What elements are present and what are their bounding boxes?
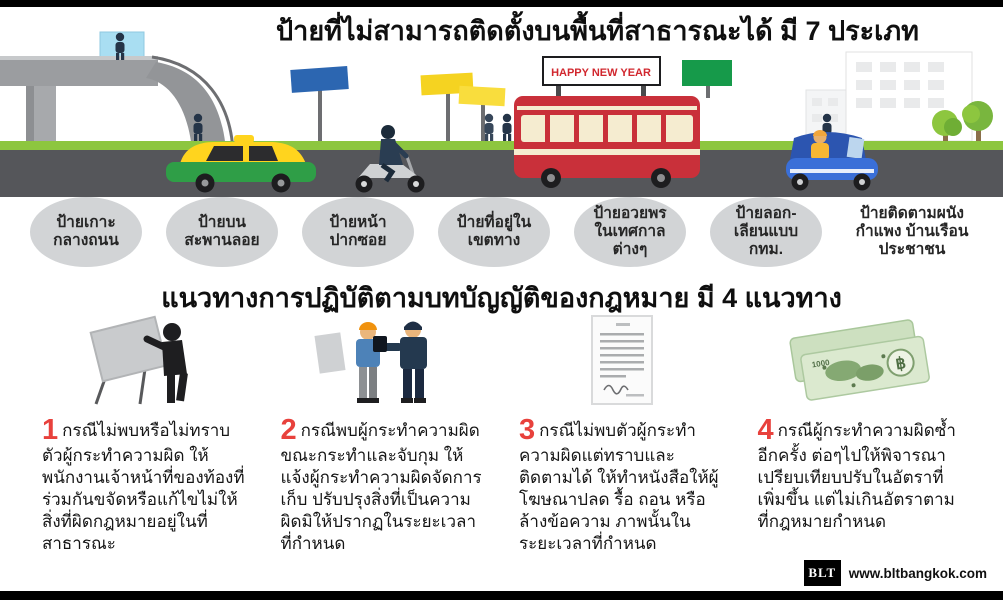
guideline-2-icon-box xyxy=(281,312,486,408)
guidelines-title: แนวทางการปฏิบัติตามบทบัญญัติของกฎหมาย มี… xyxy=(161,283,842,313)
sign-type-label: ป้ายลอก- xyxy=(735,205,797,223)
guideline-4-body: กรณีผู้กระทำความผิดซ้ำอีกครั้ง ต่อๆไปให้… xyxy=(757,421,956,531)
guideline-2-number: 2 xyxy=(280,414,297,446)
sign-types-row: ป้ายเกาะ กลางถนน ป้ายบน สะพานลอย ป้ายหน้… xyxy=(30,197,978,267)
sign-type-label: ป้ายอวยพร xyxy=(593,205,667,223)
page-title: ป้ายที่ไม่สามารถติดตั้งบนพื้นที่สาธารณะไ… xyxy=(276,16,919,46)
sign-type-2: ป้ายบน สะพานลอย xyxy=(166,197,278,267)
sign-type-1: ป้ายเกาะ กลางถนน xyxy=(30,197,142,267)
guideline-1-number: 1 xyxy=(42,414,59,446)
sign-type-4: ป้ายที่อยู่ใน เขตทาง xyxy=(438,197,550,267)
officer-arrest-icon xyxy=(314,321,427,403)
trees-illustration xyxy=(932,101,993,143)
guideline-1-body: กรณีไม่พบหรือไม่ทราบตัวผู้กระทำความผิด ใ… xyxy=(42,421,245,553)
sign-type-7: ป้ายติดตามผนัง กำแพง บ้านเรือน ประชาชน xyxy=(846,197,978,267)
blt-logo: BLT xyxy=(803,560,841,586)
sign-type-label: ต่างๆ xyxy=(612,240,648,258)
top-black-bar xyxy=(0,0,1003,7)
sign-type-label: กำแพง บ้านเรือน xyxy=(855,223,969,241)
sign-type-label: เขตทาง xyxy=(467,232,521,249)
guideline-3-icon-box xyxy=(519,312,724,408)
sign-type-5: ป้ายอวยพร ในเทศกาล ต่างๆ xyxy=(574,197,686,267)
sign-type-label: ป้ายบน xyxy=(197,214,247,232)
sign-type-label: ป้ายหน้า xyxy=(329,214,387,232)
street-scene-illustration: HAPPY NEW YEAR xyxy=(0,31,1003,197)
sign-type-label: ในเทศกาล xyxy=(594,223,666,241)
banknote-value: 1000 xyxy=(811,358,831,370)
pedestrians-illustration xyxy=(115,32,832,141)
blt-logo-text: BLT xyxy=(808,565,837,580)
person-removing-sign-icon xyxy=(89,315,189,405)
bus-illustration: HAPPY NEW YEAR xyxy=(514,56,700,188)
guideline-1-icon-box xyxy=(42,312,247,408)
website-url: www.bltbangkok.com xyxy=(848,565,987,581)
guideline-3-body: กรณีไม่พบตัวผู้กระทำความผิดแต่ทราบและติด… xyxy=(519,421,719,553)
sign-type-label: ป้ายเกาะ xyxy=(56,214,116,232)
buildings-illustration xyxy=(805,51,973,142)
bus-banner-text: HAPPY NEW YEAR xyxy=(551,67,651,79)
sign-type-6: ป้ายลอก- เลียนแบบ กทม. xyxy=(710,197,822,267)
sign-type-label: กลางถนน xyxy=(53,232,119,249)
grass-strip xyxy=(0,141,1003,150)
sign-type-3: ป้ายหน้า ปากซอย xyxy=(302,197,414,267)
tuk-tuk-illustration xyxy=(786,130,878,191)
fine-banknotes-icon: ฿ 1000 xyxy=(789,319,930,401)
bus-banner-sign xyxy=(542,56,661,86)
sign-type-label: ป้ายติดตามผนัง xyxy=(860,205,964,223)
sign-type-label: กทม. xyxy=(748,240,784,258)
sign-type-label: ประชาชน xyxy=(878,240,946,258)
guideline-2-body: กรณีพบผู้กระทำความผิดขณะกระทำและจับกุม ใ… xyxy=(280,421,482,553)
legal-document-icon xyxy=(591,315,654,405)
bottom-black-bar xyxy=(0,591,1003,600)
guideline-3-number: 3 xyxy=(519,414,536,446)
guideline-4-icon-box: ฿ 1000 xyxy=(758,312,963,408)
sign-type-label: ป้ายที่อยู่ใน xyxy=(456,214,532,232)
roadside-signs-illustration xyxy=(290,60,732,141)
baht-symbol: ฿ xyxy=(894,355,907,373)
sign-type-label: สะพานลอย xyxy=(184,232,260,249)
taxi-illustration xyxy=(166,135,316,193)
sign-type-label: ปากซอย xyxy=(329,232,387,249)
sign-type-label: เลียนแบบ xyxy=(733,223,799,241)
guideline-4-number: 4 xyxy=(757,414,774,446)
motorcycle-illustration xyxy=(355,125,425,193)
footer: BLT www.bltbangkok.com xyxy=(803,560,987,586)
